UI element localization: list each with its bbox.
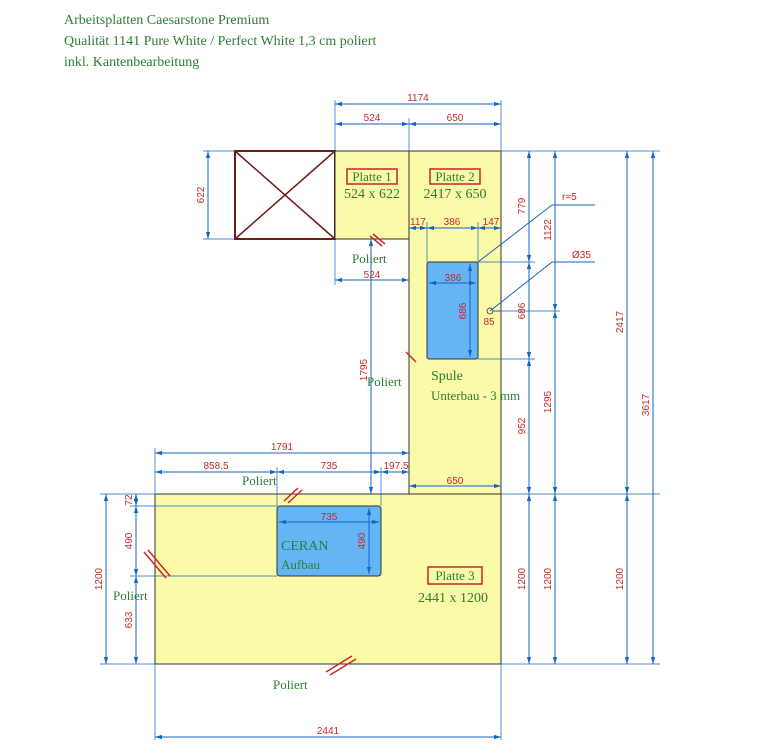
dim-622: 622 — [196, 186, 207, 203]
dim-686-sink: 686 — [458, 302, 469, 319]
dim-735-hob: 735 — [321, 512, 338, 523]
dimension-labels: 1174 524 650 622 524 117 386 147 r=5 Ø35… — [94, 93, 652, 737]
platte-3-size: 2441 x 1200 — [418, 591, 488, 606]
sink-mount-label: Unterbau - 3 mm — [431, 388, 520, 403]
poliert-label-2: Poliert — [367, 374, 402, 389]
polish-marks — [143, 233, 417, 676]
poliert-label-5: Poliert — [273, 677, 308, 692]
dim-386-sink: 386 — [445, 273, 462, 284]
dim-1791: 1791 — [271, 442, 294, 453]
hob-mount-label: Aufbau — [281, 557, 320, 572]
dim-117: 117 — [410, 217, 426, 228]
dim-1200-r3: 1200 — [615, 567, 626, 590]
dim-386-top: 386 — [444, 217, 461, 228]
dim-2441: 2441 — [317, 726, 340, 737]
dim-490-hob: 490 — [357, 532, 368, 549]
poliert-label-3: Poliert — [242, 473, 277, 488]
platte-1-size: 524 x 622 — [344, 187, 400, 202]
dim-490-left: 490 — [124, 532, 135, 549]
dim-72: 72 — [124, 494, 135, 506]
header-edge-note: inkl. Kantenbearbeitung — [64, 55, 200, 70]
obstacle-box — [234, 150, 336, 240]
header-block: Arbeitsplatten Caesarstone Premium Quali… — [64, 10, 376, 73]
hob-label: CERAN — [281, 539, 328, 554]
dim-650-top: 650 — [447, 113, 464, 124]
dim-197-5: 197.5 — [383, 461, 408, 472]
platte-2-name: Platte 2 — [435, 169, 474, 184]
platte-2-size: 2417 x 650 — [424, 187, 487, 202]
platte-1-name: Platte 1 — [352, 169, 391, 184]
dim-1122: 1122 — [543, 219, 554, 241]
sink-cutout — [426, 261, 479, 360]
poliert-label-4: Poliert — [113, 588, 148, 603]
platte-2-name-box — [429, 168, 481, 185]
dim-1200-r2: 1200 — [543, 567, 554, 590]
dim-radius: r=5 — [562, 192, 577, 203]
dim-85: 85 — [483, 317, 495, 328]
dim-524-top: 524 — [364, 113, 381, 124]
platte-1-name-box — [346, 168, 398, 185]
sink-label: Spule — [431, 369, 463, 384]
dim-tap-hole: Ø35 — [572, 250, 591, 261]
dim-952: 952 — [517, 417, 528, 434]
platte-3-name: Platte 3 — [435, 568, 474, 583]
dim-1200-left: 1200 — [94, 567, 105, 590]
header-title: Arbeitsplatten Caesarstone Premium — [64, 13, 270, 28]
poliert-label-1: Poliert — [352, 251, 387, 266]
dim-633: 633 — [124, 611, 135, 628]
dim-650-bottom: 650 — [447, 476, 464, 487]
dim-1174: 1174 — [407, 93, 429, 104]
dim-3617: 3617 — [641, 393, 652, 416]
slab-platte-1 — [334, 150, 410, 240]
dim-779: 779 — [517, 197, 528, 214]
dim-524-below: 524 — [364, 270, 381, 281]
dim-686-right: 686 — [517, 302, 528, 319]
dimension-lines — [100, 100, 660, 740]
dim-735-top: 735 — [321, 461, 338, 472]
dim-147: 147 — [483, 217, 500, 228]
dim-1795: 1795 — [359, 358, 370, 381]
platte-3-name-box — [427, 566, 483, 585]
dim-858-5: 858.5 — [203, 461, 228, 472]
dim-2417: 2417 — [615, 310, 626, 333]
header-quality: Qualität 1141 Pure White / Perfect White… — [64, 34, 377, 49]
dim-1295: 1295 — [543, 390, 554, 413]
dim-1200-r1: 1200 — [517, 567, 528, 590]
